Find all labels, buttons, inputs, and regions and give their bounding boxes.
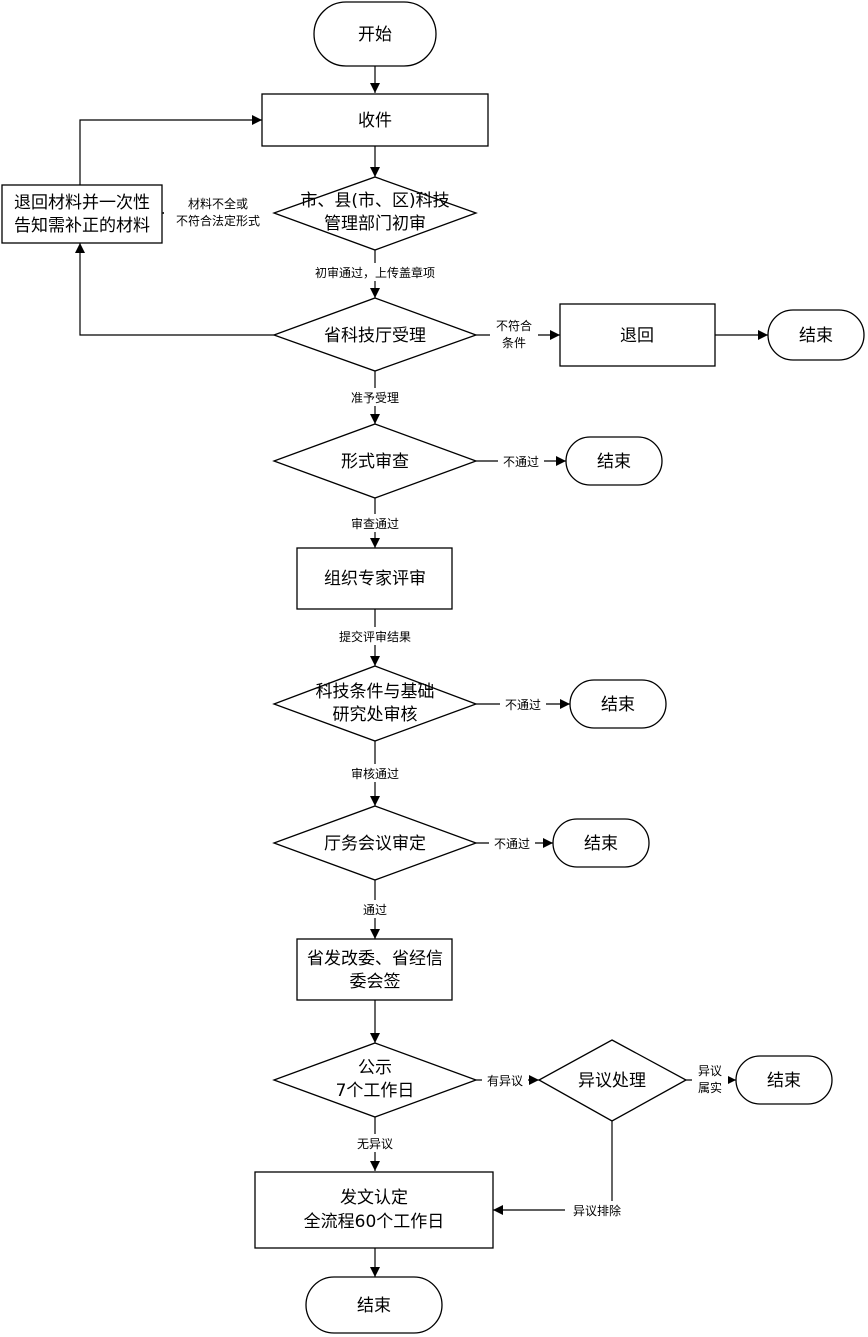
edge-label-dept-fail: 不通过 [500,695,546,713]
node-label: 市、县(市、区)科技 [300,191,449,211]
edge-label-line: 异议 [698,1064,722,1078]
edge-label-line: 异议排除 [573,1203,621,1218]
node-label: 形式审查 [341,452,409,472]
node-label: 全流程60个工作日 [304,1212,445,1232]
node-label: 厅务会议审定 [324,834,426,854]
edge-label-dept-pass: 审核通过 [340,764,410,782]
edge-label-line: 初审通过，上传盖章项 [315,265,435,280]
edge-label-line: 无异议 [357,1137,393,1151]
node-countersign: 省发改委、省经信 委会签 [296,938,453,1001]
edge-label-accepted: 准予受理 [340,388,410,406]
edge-label-line: 审查通过 [351,516,399,531]
node-dept-audit: 科技条件与基础 研究处审核 [272,665,478,742]
node-end-dept: 结束 [569,679,667,729]
edge-label-line: 不通过 [494,837,530,851]
node-expert-review: 组织专家评审 [296,547,453,610]
node-end-objection: 结束 [735,1055,833,1105]
node-label: 省科技厅受理 [324,326,426,346]
node-label: 异议处理 [578,1071,646,1091]
node-label: 科技条件与基础 [316,682,435,702]
node-end-final: 结束 [305,1276,443,1334]
edge-label-line: 材料不全或 [188,196,248,211]
edge-label-line: 不通过 [503,455,539,469]
node-end-reject: 结束 [767,309,865,361]
edge-label-line: 属实 [698,1080,722,1095]
edge-labels: 材料不全或 不符合法定形式 初审通过，上传盖章项 不符合 条件 准予受理 不通过… [164,193,728,1219]
node-label: 开始 [358,25,392,45]
node-label: 委会签 [350,972,401,992]
node-objection: 异议处理 [537,1039,688,1122]
edge-label-line: 不符合法定形式 [176,213,260,228]
edge-label-objection-true: 异议 属实 [692,1062,728,1098]
node-label: 告知需补正的材料 [14,216,150,236]
edge-label-objection-cleared: 异议排除 [565,1201,629,1219]
edge-label-line: 通过 [363,903,387,917]
node-prelim-review: 市、县(市、区)科技 管理部门初审 [272,176,478,251]
edge-label-meeting-pass: 通过 [352,900,398,918]
node-label: 结束 [767,1071,801,1091]
node-label: 结束 [357,1296,391,1316]
edge-return-receive [79,115,262,185]
node-publicity: 公示 7个工作日 [272,1042,478,1118]
node-provincial-accept: 省科技厅受理 [272,297,478,372]
node-label: 省发改委、省经信 [307,949,443,969]
node-reject: 退回 [559,303,716,367]
edge-label-line: 不通过 [505,698,541,712]
edge-label-no-objection: 无异议 [346,1134,404,1152]
edge-label-has-objection: 有异议 [482,1071,528,1089]
edge-label-submit-result: 提交评审结果 [328,627,422,645]
edge-label-meeting-fail: 不通过 [489,834,535,852]
node-meeting: 厅务会议审定 [272,805,478,881]
node-label: 公示 [358,1058,392,1078]
node-label: 结束 [597,452,631,472]
node-label: 结束 [799,326,833,346]
node-label: 研究处审核 [333,705,418,725]
edge-label-formal-fail: 不通过 [498,452,544,470]
node-label: 收件 [358,111,392,131]
node-label: 退回 [620,326,654,346]
node-label: 结束 [601,695,635,715]
node-label: 发文认定 [340,1188,408,1208]
edge-objection-issue [493,1121,613,1215]
node-receive: 收件 [261,93,489,147]
node-issue: 发文认定 全流程60个工作日 [254,1171,494,1249]
node-label: 组织专家评审 [324,569,426,589]
edge-label-upload-stamp: 初审通过，上传盖章项 [300,263,450,281]
edge-label-formal-pass: 审查通过 [340,514,410,532]
node-end-meeting: 结束 [552,818,650,868]
node-return-materials: 退回材料并一次性 告知需补正的材料 [1,184,163,244]
edge-label-not-qualified: 不符合 条件 [490,316,538,352]
edge-accept-return [75,243,274,336]
edge-label-line: 条件 [502,336,526,350]
node-formal-review: 形式审查 [272,423,478,499]
node-label: 管理部门初审 [324,214,426,234]
edge-label-line: 审核通过 [351,766,399,781]
node-label: 7个工作日 [336,1081,415,1101]
node-label: 退回材料并一次性 [14,193,150,213]
edge-label-line: 不符合 [496,318,532,333]
node-label: 结束 [584,834,618,854]
edge-label-line: 提交评审结果 [339,629,411,644]
node-start: 开始 [313,1,437,67]
edge-label-incomplete: 材料不全或 不符合法定形式 [164,193,274,229]
edge-label-line: 准予受理 [351,391,399,405]
edge-label-line: 有异议 [487,1074,523,1088]
node-end-formal: 结束 [565,436,663,486]
